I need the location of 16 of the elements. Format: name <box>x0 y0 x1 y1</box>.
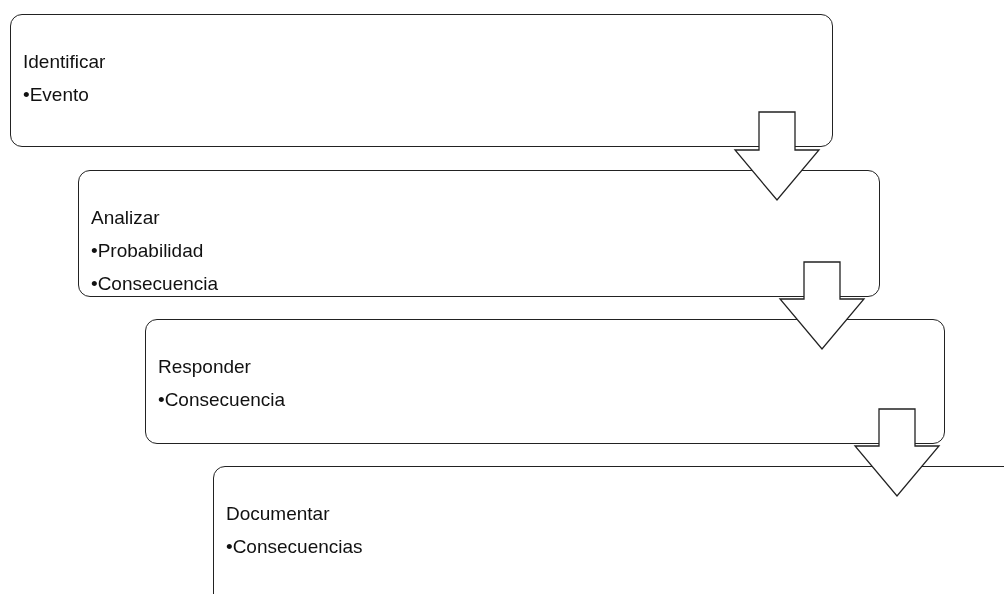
bullet-item: •Consecuencia <box>91 272 220 296</box>
bullet-item: •Probabilidad <box>91 239 205 263</box>
step-heading: Documentar <box>226 502 331 526</box>
process-box <box>145 319 945 444</box>
step-heading: Analizar <box>91 206 161 230</box>
bullet-item: •Consecuencias <box>226 535 364 559</box>
step-heading: Responder <box>158 355 252 379</box>
bullet-item: •Consecuencia <box>158 388 287 412</box>
process-box <box>78 170 880 297</box>
process-box <box>213 466 1004 594</box>
process-box <box>10 14 833 147</box>
block-arrow <box>853 408 941 497</box>
block-arrow <box>733 111 821 201</box>
step-heading: Identificar <box>23 50 107 74</box>
block-arrow <box>778 261 866 350</box>
bullet-item: •Evento <box>23 83 90 107</box>
